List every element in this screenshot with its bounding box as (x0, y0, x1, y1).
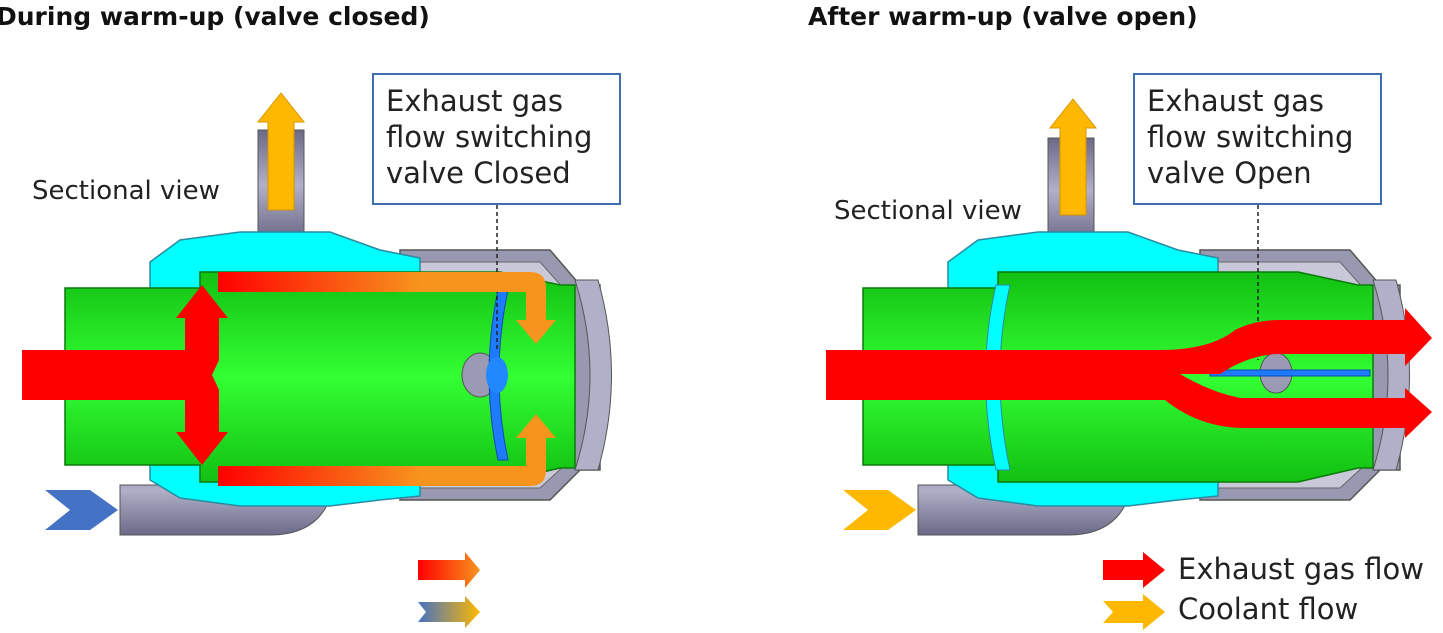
left-coolant-outlet-arrow (256, 92, 306, 211)
legend-right (1103, 552, 1165, 630)
right-valve-callout: Exhaust gas flow switching valve Open (1133, 73, 1382, 205)
left-panel-title: During warm-up (valve closed) (0, 2, 430, 31)
legend-coolant-arrow (1103, 594, 1165, 630)
legend-left-exhaust-arrow (418, 552, 480, 588)
legend-left (418, 552, 480, 628)
right-panel-title: After warm-up (valve open) (808, 2, 1198, 31)
left-callout-line-1: Exhaust gas (386, 84, 564, 118)
left-exhaust-bypass-top (218, 272, 556, 344)
left-exhaust-bypass-bottom (218, 414, 556, 486)
right-callout-line-1: Exhaust gas (1147, 84, 1325, 118)
right-coolant-inlet-arrow (843, 490, 916, 530)
left-callout-line-3: valve Closed (386, 156, 571, 190)
right-sectional-view-label: Sectional view (834, 196, 1022, 226)
left-sectional-view-label: Sectional view (32, 176, 220, 206)
right-exhaust-flow-arrow (826, 308, 1432, 438)
right-callout-line-2: flow switching (1147, 120, 1354, 154)
legend-exhaust-label: Exhaust gas flow (1178, 552, 1424, 586)
legend-coolant-label: Coolant flow (1178, 592, 1359, 626)
legend-exhaust-arrow (1103, 552, 1165, 588)
left-exhaust-inlet-arrow (22, 285, 228, 465)
left-end-flange (574, 279, 612, 471)
right-callout-line-3: valve Open (1147, 156, 1312, 190)
right-coolant-outlet-arrow (1048, 98, 1098, 216)
left-callout-line-2: flow switching (386, 120, 593, 154)
right-valve-disk (1209, 369, 1371, 377)
right-device (826, 98, 1432, 536)
left-valve-callout: Exhaust gas flow switching valve Closed (372, 73, 621, 205)
left-coolant-inlet-arrow (45, 490, 118, 530)
left-device (22, 92, 612, 536)
legend-left-coolant-arrow (418, 596, 480, 628)
left-valve-center (486, 357, 508, 393)
